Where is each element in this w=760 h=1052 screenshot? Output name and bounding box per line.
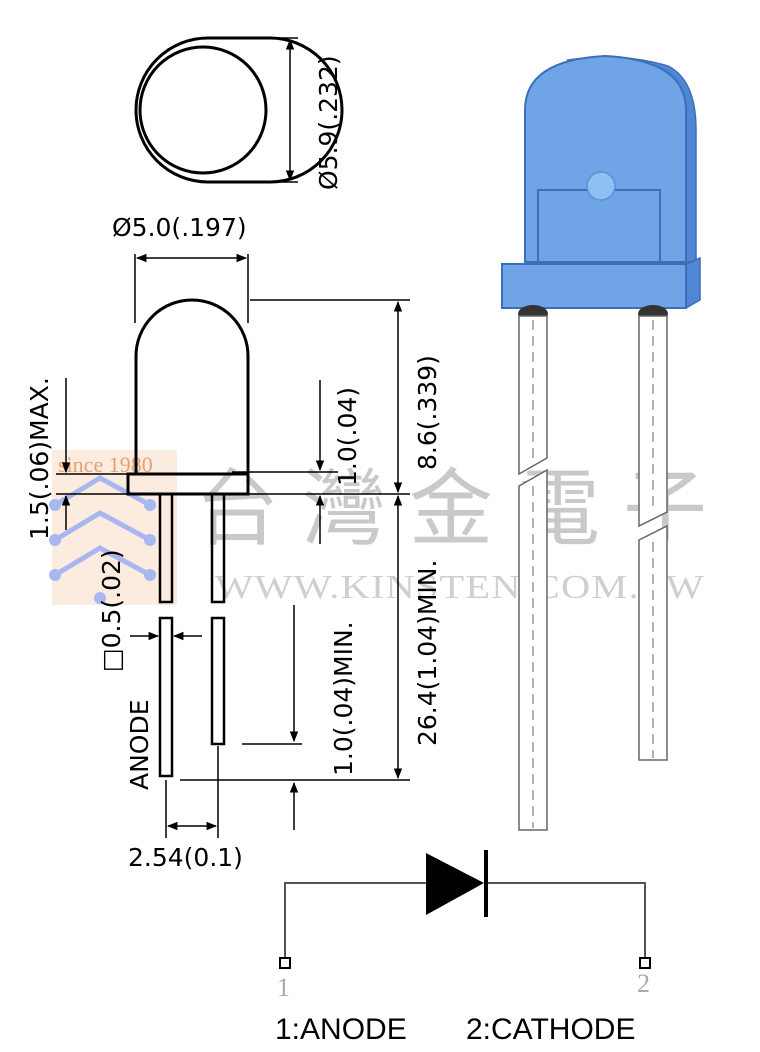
watermark-char-2: 灣 [302, 460, 386, 558]
pin1-pad [279, 957, 291, 969]
watermark-char-3: 金 [409, 460, 493, 558]
pin2-pad [639, 957, 651, 969]
pin2-label: 2:CATHODE [466, 1013, 635, 1046]
dim-lead-spacing: 2.54(0.1) [128, 843, 243, 872]
anode-lead-label: ANODE [125, 699, 154, 790]
dim-lead-length: 26.4(1.04)MIN. [413, 560, 442, 746]
diode-symbol-icon [426, 853, 484, 915]
watermark-logo: since 1980 [49, 450, 177, 605]
dim-body-diameter: Ø5.0(.197) [112, 213, 247, 242]
pin1-number: 1 [277, 973, 290, 1002]
pin1-label: 1:ANODE [275, 1013, 407, 1046]
dim-body-height: 8.6(.339) [413, 355, 442, 470]
dim-lead-square: □0.5(.02) [97, 549, 126, 672]
dim-flange-thickness: 1.5(.06)MAX. [25, 377, 54, 540]
watermark-url: WWW.KINSTEN.COM.TW [215, 569, 705, 606]
led-side-view: Ø5.0(.197) 1.5(.06)MAX. □0.5(.02) ANODE … [25, 213, 442, 872]
dim-lead-cut: 1.0(.04)MIN. [329, 621, 358, 776]
pin2-number: 2 [637, 969, 650, 998]
watermark-char-1: 台 [195, 460, 279, 558]
led-top-view: Ø5.9(.232) [134, 36, 344, 190]
dim-standoff: 1.0(.04) [333, 387, 362, 486]
diode-schematic: 1 2 1:ANODE 2:CATHODE [275, 850, 651, 1046]
dim-flange-diameter: Ø5.9(.232) [314, 55, 343, 190]
led-3d-illustration [501, 54, 701, 831]
